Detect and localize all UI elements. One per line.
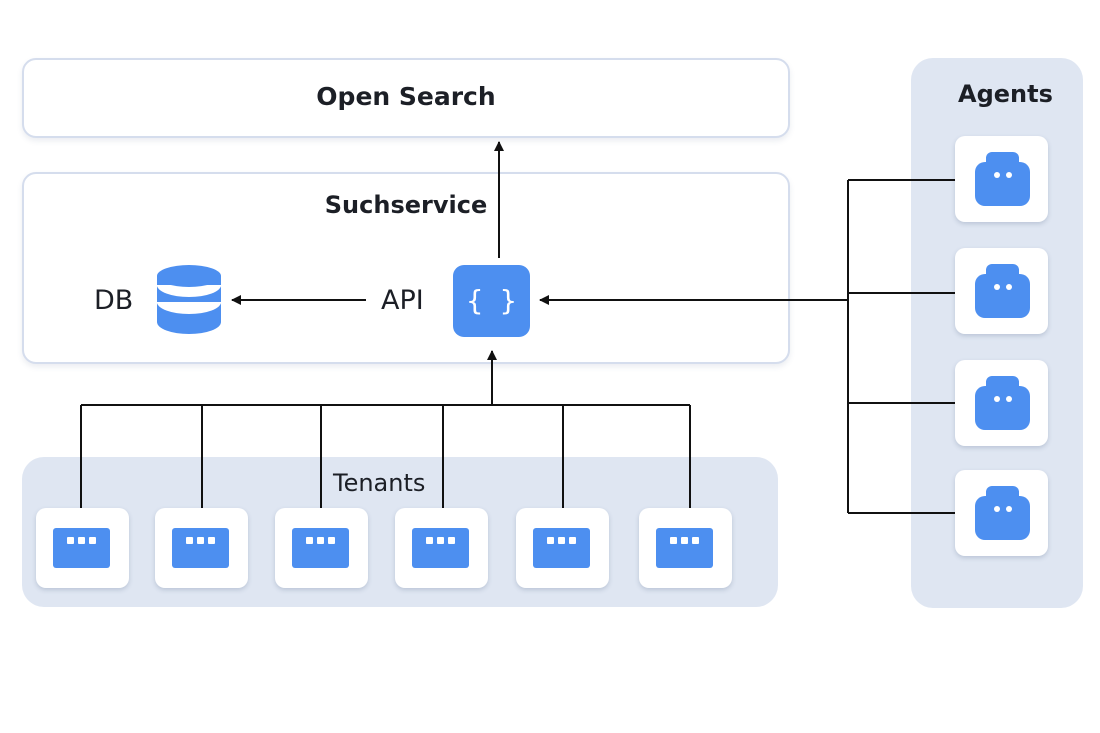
tenant-window-icon: [172, 528, 229, 568]
agent-icon-eye: [994, 396, 1000, 402]
agent-icon-top: [986, 152, 1019, 164]
api-braces-icon: { }: [453, 265, 530, 337]
agent-icon-top: [986, 376, 1019, 388]
agent-robot-icon: [975, 152, 1030, 208]
agent-icon-top: [986, 486, 1019, 498]
tenant-icon-dot: [569, 537, 576, 544]
tenant-window-icon: [292, 528, 349, 568]
tenant-icon-dot: [670, 537, 677, 544]
tenant-card: [516, 508, 609, 588]
agent-icon-eye: [994, 506, 1000, 512]
tenant-card: [36, 508, 129, 588]
tenant-icon-dot: [692, 537, 699, 544]
agent-icon-eye: [1006, 284, 1012, 290]
agent-icon-eye: [1006, 396, 1012, 402]
tenant-icon-dot: [681, 537, 688, 544]
tenant-card: [639, 508, 732, 588]
agent-card: [955, 248, 1048, 334]
agent-icon-body: [975, 496, 1030, 540]
tenant-icon-dot: [317, 537, 324, 544]
tenant-icon-dot: [186, 537, 193, 544]
tenant-icon-dot: [547, 537, 554, 544]
agent-icon-eye: [994, 284, 1000, 290]
open-search-label: Open Search: [316, 82, 496, 111]
api-braces-glyph: { }: [466, 284, 517, 317]
agent-robot-icon: [975, 264, 1030, 320]
tenant-window-icon: [53, 528, 110, 568]
agents-label: Agents: [958, 80, 1053, 108]
tenant-icon-dot: [197, 537, 204, 544]
agent-robot-icon: [975, 486, 1030, 542]
tenant-card: [395, 508, 488, 588]
tenant-icon-dot: [558, 537, 565, 544]
open-search-box: Open Search: [22, 58, 790, 138]
tenant-icon-dot: [448, 537, 455, 544]
tenants-label: Tenants: [333, 469, 426, 497]
tenant-icon-dot: [89, 537, 96, 544]
tenant-icon-dot: [67, 537, 74, 544]
agent-robot-icon: [975, 376, 1030, 432]
agent-icon-body: [975, 386, 1030, 430]
suchservice-label: Suchservice: [324, 191, 488, 219]
agent-card: [955, 136, 1048, 222]
agent-icon-top: [986, 264, 1019, 276]
tenant-card: [155, 508, 248, 588]
tenant-window-icon: [656, 528, 713, 568]
tenant-window-icon: [412, 528, 469, 568]
tenant-window-icon: [533, 528, 590, 568]
tenant-icon-dot: [306, 537, 313, 544]
db-label: DB: [94, 285, 134, 316]
api-label: API: [381, 285, 424, 316]
agent-icon-body: [975, 274, 1030, 318]
suchservice-box: Suchservice: [22, 172, 790, 364]
agent-icon-eye: [1006, 506, 1012, 512]
agent-icon-body: [975, 162, 1030, 206]
tenant-icon-dot: [208, 537, 215, 544]
tenant-icon-dot: [328, 537, 335, 544]
tenant-icon-dot: [426, 537, 433, 544]
agent-icon-eye: [1006, 172, 1012, 178]
agent-card: [955, 360, 1048, 446]
tenant-icon-dot: [78, 537, 85, 544]
tenant-card: [275, 508, 368, 588]
tenant-icon-dot: [437, 537, 444, 544]
agent-icon-eye: [994, 172, 1000, 178]
agent-card: [955, 470, 1048, 556]
